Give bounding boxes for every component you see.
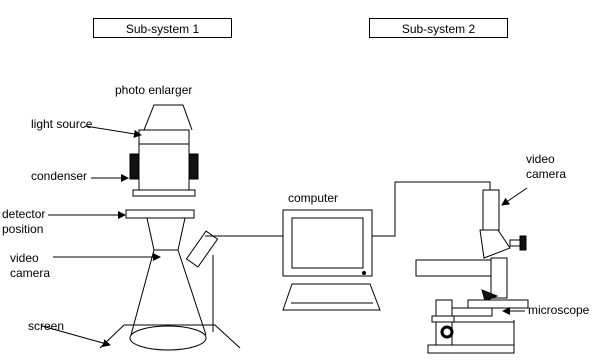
computer-label: computer bbox=[288, 191, 339, 205]
subsystem-2-label: Sub-system 2 bbox=[369, 18, 508, 38]
detector-position-label-line2: position bbox=[2, 222, 44, 236]
light-source-label: light source bbox=[31, 117, 93, 131]
detector-position-label-line1: detector bbox=[2, 207, 46, 221]
video-camera-right-label-line1: video bbox=[526, 152, 555, 166]
light-beam bbox=[130, 249, 207, 336]
video-camera-left-label-line2: camera bbox=[10, 266, 51, 280]
screen bbox=[99, 324, 241, 351]
photo-enlarger bbox=[125, 104, 199, 251]
video-camera-left-label-line1: video bbox=[10, 251, 39, 265]
condenser-label: condenser bbox=[31, 169, 88, 183]
computer bbox=[282, 209, 381, 311]
microscope bbox=[415, 189, 529, 354]
microscope-label: microscope bbox=[528, 303, 590, 317]
subsystem-1-label: Sub-system 1 bbox=[93, 18, 232, 38]
pointer-arrows bbox=[41, 125, 528, 347]
video-camera-left bbox=[185, 230, 270, 332]
photo-enlarger-label: photo enlarger bbox=[115, 83, 193, 97]
video-camera-right-label-line2: camera bbox=[526, 167, 567, 181]
